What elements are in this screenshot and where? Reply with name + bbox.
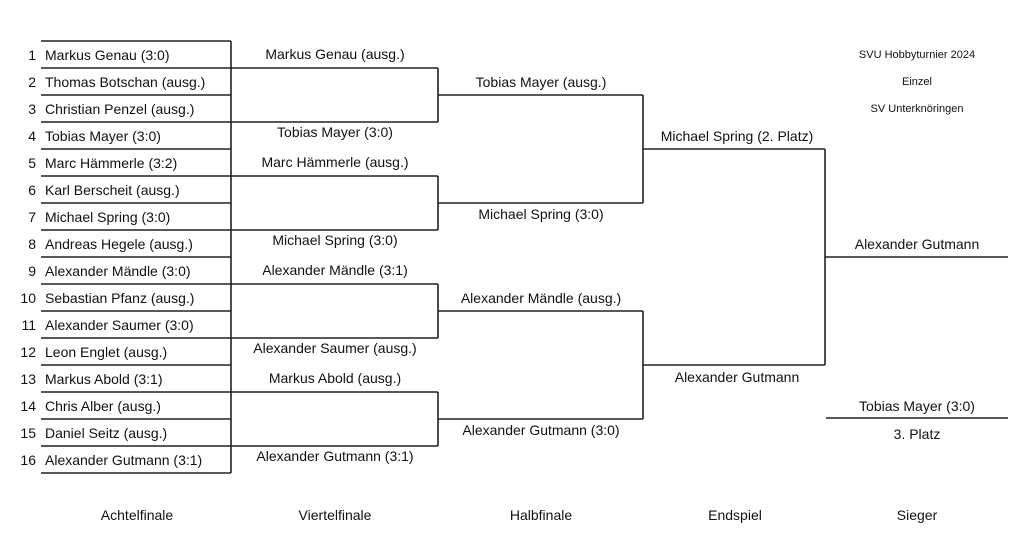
halbfinale-player: Alexander Gutmann (3:0) <box>462 422 620 438</box>
achtelfinale-player: Leon Englet (ausg.) <box>45 344 168 360</box>
endspiel-player: Michael Spring (2. Platz) <box>660 128 814 144</box>
seed-number: 8 <box>28 236 36 252</box>
halbfinale-player: Alexander Mändle (ausg.) <box>460 290 622 306</box>
winner-name: Alexander Gutmann <box>854 236 980 252</box>
viertelfinale-player: Markus Genau (ausg.) <box>265 46 405 62</box>
viertelfinale-player: Alexander Gutmann (3:1) <box>256 448 414 464</box>
seed-number: 4 <box>28 128 36 144</box>
achtelfinale-player: Markus Abold (3:1) <box>45 371 163 387</box>
tournament-title: SVU Hobbyturnier 2024 <box>858 49 976 61</box>
tournament-category: Einzel <box>902 76 932 88</box>
seed-number: 9 <box>28 263 36 279</box>
seed-number: 11 <box>21 317 36 333</box>
achtelfinale-player: Daniel Seitz (ausg.) <box>45 425 168 441</box>
viertelfinale-player: Tobias Mayer (3:0) <box>277 124 393 140</box>
round-label: Viertelfinale <box>298 507 372 523</box>
seed-number: 7 <box>28 209 36 225</box>
seed-number: 16 <box>20 452 36 468</box>
halbfinale-player: Tobias Mayer (ausg.) <box>475 74 607 90</box>
achtelfinale-player: Alexander Gutmann (3:1) <box>45 452 203 468</box>
third-place-label: 3. Platz <box>893 426 941 442</box>
tournament-club: SV Unterknöringen <box>870 103 964 115</box>
seed-number: 3 <box>28 101 36 117</box>
achtelfinale-player: Thomas Botschan (ausg.) <box>45 74 206 90</box>
seed-number: 10 <box>20 290 36 306</box>
viertelfinale-player: Marc Hämmerle (ausg.) <box>261 154 409 170</box>
seed-number: 14 <box>20 398 36 414</box>
achtelfinale-player: Chris Alber (ausg.) <box>45 398 161 414</box>
endspiel-player: Alexander Gutmann <box>674 369 800 385</box>
seed-number: 2 <box>28 74 36 90</box>
seed-number: 5 <box>28 155 36 171</box>
viertelfinale-player: Michael Spring (3:0) <box>272 232 398 248</box>
achtelfinale-player: Marc Hämmerle (3:2) <box>45 155 178 171</box>
seed-number: 12 <box>20 344 36 360</box>
achtelfinale-player: Karl Berscheit (ausg.) <box>45 182 180 198</box>
seed-number: 15 <box>20 425 36 441</box>
achtelfinale-player: Michael Spring (3:0) <box>45 209 171 225</box>
achtelfinale-player: Tobias Mayer (3:0) <box>45 128 161 144</box>
achtelfinale-player: Andreas Hegele (ausg.) <box>45 236 193 252</box>
achtelfinale-player: Christian Penzel (ausg.) <box>45 101 195 117</box>
seed-number: 13 <box>20 371 36 387</box>
achtelfinale-player: Markus Genau (3:0) <box>45 47 170 63</box>
third-place-name: Tobias Mayer (3:0) <box>859 398 975 414</box>
round-label: Achtelfinale <box>100 507 174 523</box>
round-label: Endspiel <box>708 507 762 523</box>
viertelfinale-player: Alexander Mändle (3:1) <box>262 262 408 278</box>
seed-number: 6 <box>28 182 36 198</box>
halbfinale-player: Michael Spring (3:0) <box>478 206 604 222</box>
viertelfinale-player: Alexander Saumer (ausg.) <box>253 340 417 356</box>
achtelfinale-player: Sebastian Pfanz (ausg.) <box>45 290 195 306</box>
achtelfinale-player: Alexander Saumer (3:0) <box>45 317 194 333</box>
achtelfinale-player: Alexander Mändle (3:0) <box>45 263 191 279</box>
viertelfinale-player: Markus Abold (ausg.) <box>268 370 402 386</box>
round-label: Halbfinale <box>509 507 573 523</box>
seed-number: 1 <box>28 47 36 63</box>
round-label: Sieger <box>896 507 938 523</box>
